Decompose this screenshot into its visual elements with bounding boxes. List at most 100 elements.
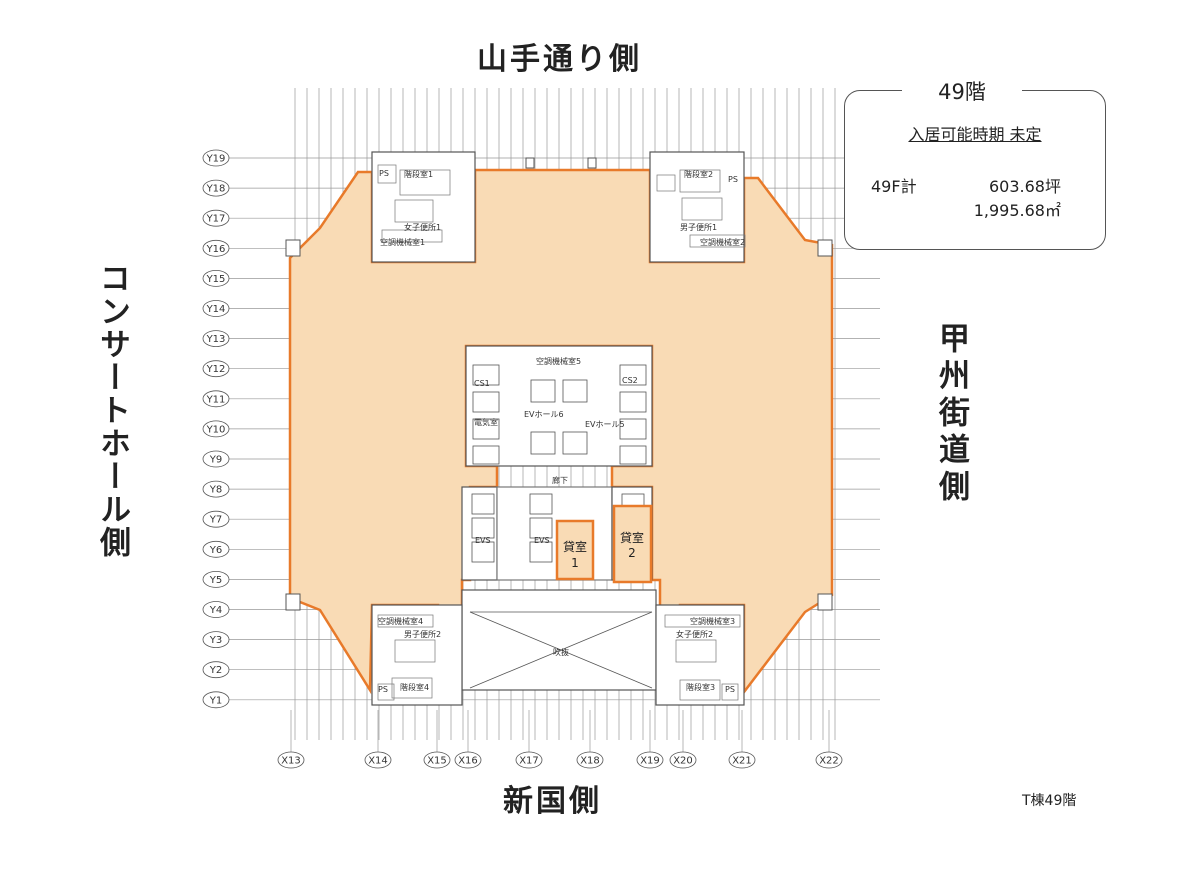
y-axis-bubble [202, 601, 230, 618]
x-axis-labels: X13 X14 X15 X16 X17 X18 X19 X20 X21 X22 [277, 710, 843, 769]
y-axis-bubble [202, 510, 230, 528]
y-axis-bubble [202, 179, 230, 197]
elevator-shafts [471, 364, 647, 563]
x-axis-bubble [815, 751, 843, 769]
room-ac-4: 空調機械室4 [378, 616, 423, 626]
x-axis-label: X21 [732, 756, 752, 767]
y-axis-label: Y10 [206, 424, 226, 435]
corner-columns [285, 157, 833, 611]
y-axis-label: Y1 [209, 695, 222, 706]
y-axis-bubble [202, 540, 230, 558]
rental-room-1 [555, 519, 595, 581]
area-sqm: 1,995.68㎡ [973, 201, 1061, 220]
x-axis-bubble [576, 751, 604, 769]
rental-1-number: 1 [571, 556, 579, 570]
floor-total-label: 49F計 [871, 177, 917, 196]
rental-labels: 貸室 1 貸室 2 [563, 530, 644, 570]
y-axis-bubble [202, 360, 230, 378]
side-label-right: 甲州街道側 [933, 322, 969, 507]
y-axis-label: Y5 [209, 575, 222, 586]
x-axis-label: X22 [819, 756, 839, 767]
y-axis-label: Y12 [206, 364, 226, 375]
room-electric: 電気室 [474, 417, 498, 427]
floor-info-box: 入居可能時期 未定 49F計 603.68坪 1,995.68㎡ [844, 90, 1106, 250]
rental-2-number: 2 [628, 546, 636, 560]
room-ps-3: PS [725, 685, 735, 694]
y-axis-bubble [202, 480, 230, 498]
y-axis-label: Y2 [209, 665, 222, 676]
y-axis-bubble [202, 330, 230, 348]
x-axis-label: X16 [458, 756, 478, 767]
room-ps-4: PS [378, 685, 388, 694]
rental-2-label: 貸室 [620, 530, 644, 545]
x-axis-bubble [423, 751, 451, 769]
room-mens-wc-1: 男子便所1 [680, 222, 717, 232]
x-axis-label: X18 [580, 756, 600, 767]
room-ps-1: PS [379, 169, 389, 178]
x-axis-bubble [277, 751, 305, 769]
room-ev-hall-5: EVホール5 [585, 420, 625, 429]
room-ps-2: PS [728, 175, 738, 184]
room-stair-3: 階段室3 [686, 682, 715, 692]
room-womens-wc-1: 女子便所1 [404, 222, 441, 232]
x-axis-bubble [364, 751, 392, 769]
room-mens-wc-2: 男子便所2 [404, 629, 441, 639]
y-axis-bubble [202, 691, 230, 709]
area-tsubo: 603.68坪 [989, 177, 1061, 196]
y-axis-label: Y18 [206, 184, 226, 195]
x-axis-bubble [728, 751, 756, 769]
room-evs-1: EVS [475, 536, 491, 545]
y-axis-bubble [202, 149, 230, 167]
x-axis-label: X19 [640, 756, 660, 767]
availability-text: 入居可能時期 未定 [908, 125, 1042, 144]
x-axis-bubble [669, 751, 697, 769]
rental-1-label: 貸室 [563, 539, 587, 554]
y-axis-label: Y11 [206, 394, 226, 405]
y-axis-label: Y8 [209, 485, 222, 496]
x-axis-label: X13 [281, 756, 301, 767]
y-axis-bubble [202, 420, 230, 438]
y-axis-bubble [202, 269, 230, 287]
x-axis-label: X20 [673, 756, 693, 767]
x-axis-bubble [454, 751, 482, 769]
y-axis-label: Y6 [209, 545, 222, 556]
x-axis-label: X17 [519, 756, 539, 767]
y-axis-bubble [202, 209, 230, 227]
rental-room-2 [612, 504, 653, 584]
drawing-caption: T棟49階 [1022, 793, 1077, 809]
y-axis-label: Y19 [206, 154, 226, 165]
room-stair-4: 階段室4 [400, 682, 429, 692]
y-axis-bubble [202, 631, 230, 648]
y-axis-bubble [202, 239, 230, 257]
room-cs1: CS1 [474, 379, 490, 388]
y-axis-bubble [202, 661, 230, 679]
x-axis-bubble [515, 751, 543, 769]
y-axis-label: Y13 [206, 334, 226, 345]
y-axis-label: Y4 [209, 605, 222, 616]
floor-title: 49階 [902, 76, 1022, 104]
room-womens-wc-2: 女子便所2 [676, 629, 713, 639]
y-axis-label: Y3 [209, 635, 222, 646]
y-axis-bubble [202, 300, 230, 317]
y-axis-labels: Y19Y18Y17Y16Y15Y14Y13Y12Y11Y10Y9Y8Y7Y6Y5… [202, 149, 230, 709]
x-axis-bubble [636, 751, 664, 769]
x-axis-label: X14 [368, 756, 388, 767]
room-evs-2: EVS [534, 536, 550, 545]
room-stair-2: 階段室2 [684, 169, 713, 179]
side-label-top: 山手通り側 [477, 42, 642, 77]
side-label-left: コンサートホール側 [94, 262, 130, 559]
y-axis-bubble [202, 390, 230, 408]
y-axis-bubble [202, 450, 230, 468]
y-axis-label: Y7 [209, 515, 222, 526]
room-ac-5: 空調機械室5 [536, 356, 581, 366]
y-axis-label: Y17 [206, 214, 226, 225]
y-axis-label: Y9 [209, 455, 222, 466]
y-axis-label: Y16 [206, 244, 226, 255]
room-ac-1: 空調機械室1 [380, 237, 425, 247]
room-ac-3: 空調機械室3 [690, 616, 735, 626]
room-stair-1: 階段室1 [404, 169, 433, 179]
room-corridor: 廊下 [552, 475, 568, 485]
x-axis-label: X15 [427, 756, 447, 767]
room-cs2: CS2 [622, 376, 638, 385]
